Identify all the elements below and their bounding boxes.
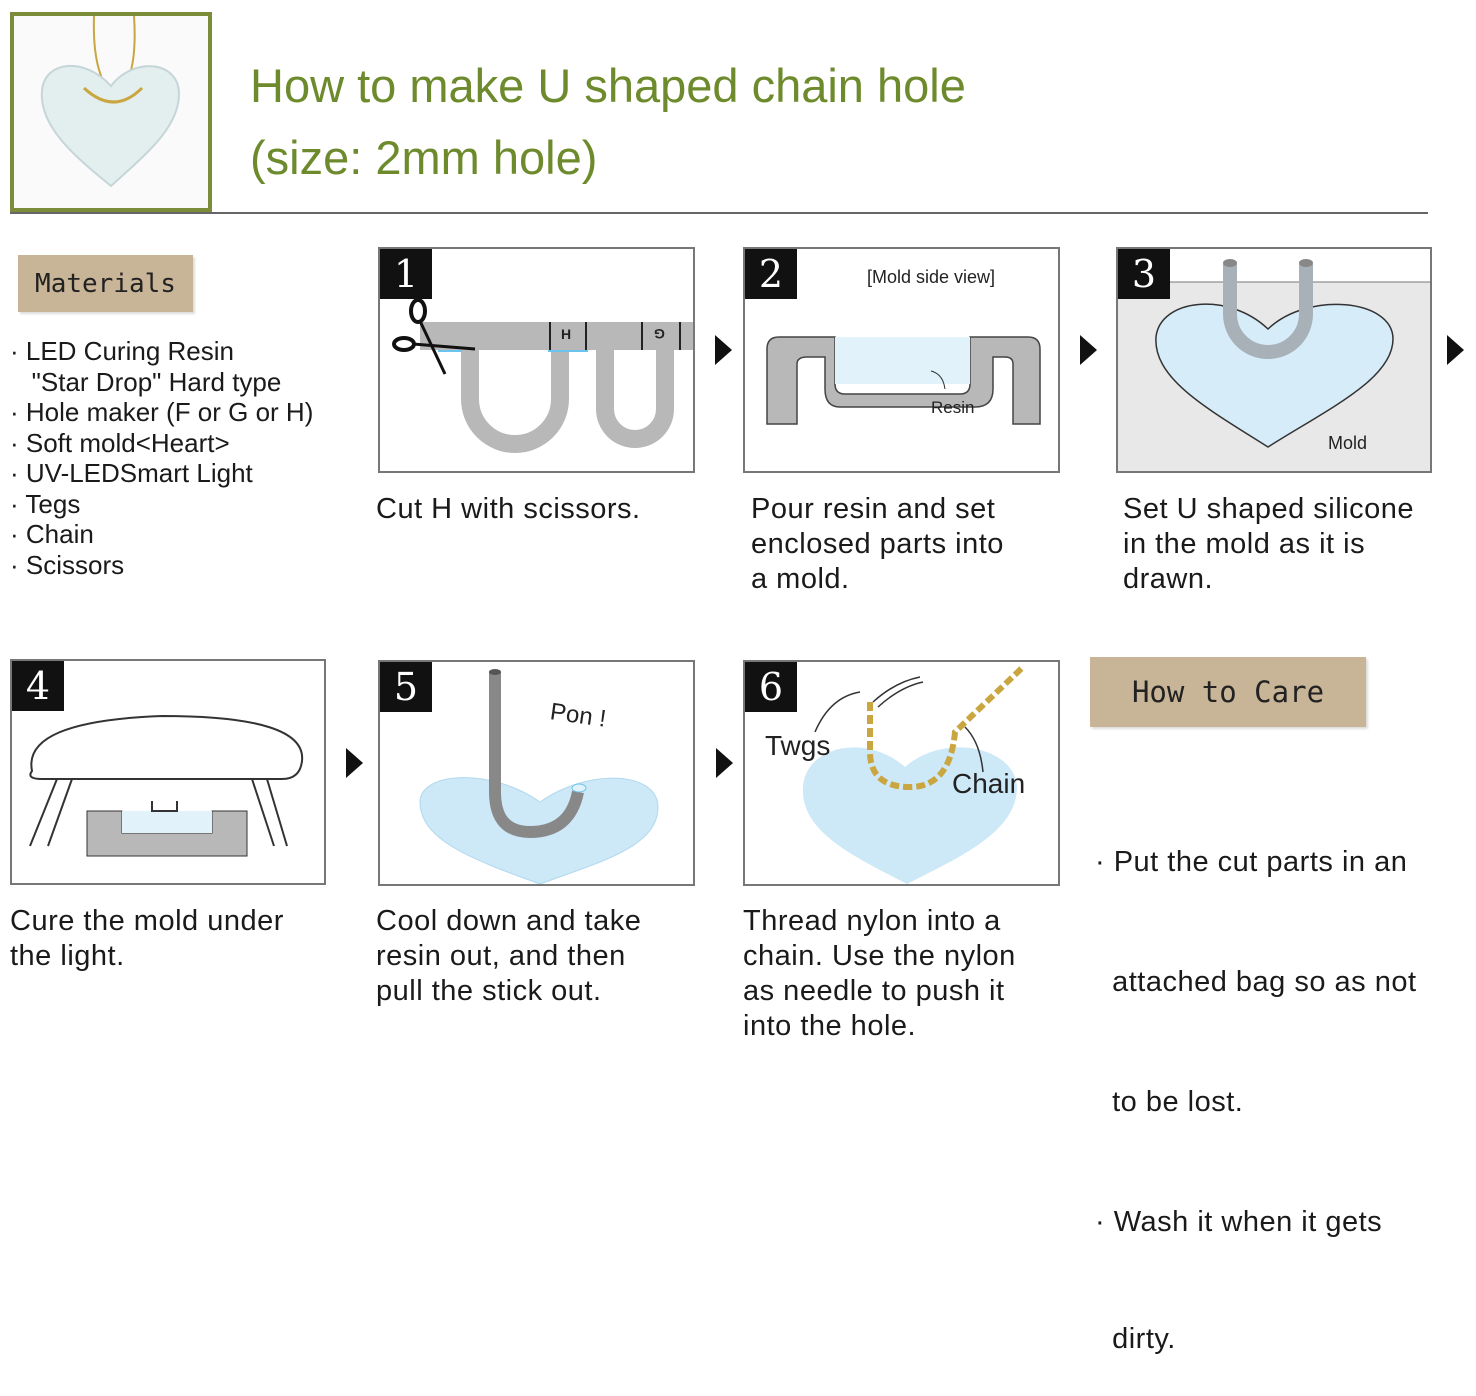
care-item: attached bag so as not: [1095, 966, 1417, 998]
title-line-2: (size: 2mm hole): [250, 131, 598, 184]
material-item: · Soft mold<Heart>: [10, 427, 230, 458]
caption-line: Thread nylon into a: [743, 905, 1001, 937]
material-item: · Tegs: [10, 488, 81, 519]
remove-stick-illustration: [419, 669, 659, 884]
care-list: · Put the cut parts in an attached bag s…: [1095, 762, 1417, 1396]
product-photo-heart-pendant: [10, 12, 212, 212]
caption-line: a mold.: [751, 563, 850, 595]
step-2-panel: 2 [Mold side view] Resin: [743, 247, 1060, 473]
caption-line: as needle to push it: [743, 975, 1005, 1007]
header-divider: [10, 212, 1428, 214]
page-title: How to make U shaped chain hole (size: 2…: [250, 50, 966, 194]
caption-line: Cure the mold under: [10, 905, 284, 937]
step-number-badge: 5: [380, 662, 432, 712]
step-1-caption: Cut H with scissors.: [376, 492, 641, 527]
material-item: · Chain: [10, 519, 94, 549]
title-line-1: How to make U shaped chain hole: [250, 59, 966, 112]
materials-label: Materials: [18, 255, 193, 312]
caption-line: the light.: [10, 940, 125, 972]
hole-maker-g-label: G: [654, 326, 665, 342]
scissors-icon: [392, 298, 476, 375]
material-item: · UV-LEDSmart Light: [10, 458, 253, 488]
next-arrow-icon: [715, 335, 732, 365]
twgs-label: Twgs: [765, 730, 831, 761]
caption-line: pull the stick out.: [376, 975, 602, 1007]
step-number-badge: 1: [380, 249, 432, 299]
chain-label: Chain: [952, 768, 1026, 799]
next-arrow-icon: [346, 748, 363, 778]
materials-list: · LED Curing Resin "Star Drop" Hard type…: [10, 336, 313, 580]
caption-line: Set U shaped silicone: [1123, 493, 1414, 525]
how-to-care-label: How to Care: [1090, 657, 1366, 727]
heart-pendant-image: [40, 16, 181, 188]
step-1-panel: 1 H G: [378, 247, 695, 473]
caption-line: in the mold as it is: [1123, 528, 1366, 560]
mold-label: Mold: [1328, 433, 1368, 453]
care-item: dirty.: [1095, 1323, 1176, 1355]
caption-line: Cool down and take: [376, 905, 642, 937]
care-item: · Put the cut parts in an: [1095, 846, 1408, 878]
step-number-badge: 3: [1118, 249, 1170, 299]
step-5-panel: 5 Pon !: [378, 660, 695, 886]
uv-light-curing-illustration: [29, 714, 304, 857]
step-6-panel: 6 Twgs Chain: [743, 660, 1060, 886]
material-item: · LED Curing Resin: [10, 336, 234, 366]
caption-line: into the hole.: [743, 1010, 917, 1042]
step-number-badge: 2: [745, 249, 797, 299]
caption-line: chain. Use the nylon: [743, 940, 1016, 972]
mold-side-view-illustration: [766, 336, 1041, 425]
step-3-panel: 3 Mold: [1116, 247, 1432, 473]
resin-label: Resin: [931, 398, 975, 417]
material-item: · Hole maker (F or G or H): [10, 397, 314, 427]
next-arrow-icon: [1447, 335, 1464, 365]
u-silicone-in-mold-illustration: [1118, 249, 1430, 448]
next-arrow-icon: [1080, 335, 1097, 365]
next-arrow-icon: [716, 748, 733, 778]
thread-chain-illustration: [802, 664, 1026, 884]
step-number-badge: 4: [12, 661, 64, 711]
material-item: · Scissors: [10, 549, 125, 580]
caption-line: Pour resin and set: [751, 493, 996, 525]
care-item: to be lost.: [1095, 1086, 1244, 1118]
cut-hole-maker-illustration: [392, 298, 693, 453]
step-4-panel: 4: [10, 659, 326, 885]
hole-maker-h-label: H: [561, 326, 572, 342]
material-item: "Star Drop" Hard type: [10, 366, 282, 397]
caption-line: drawn.: [1123, 563, 1214, 595]
caption-line: enclosed parts into: [751, 528, 1004, 560]
step-number-badge: 6: [745, 662, 797, 712]
caption-line: resin out, and then: [376, 940, 626, 972]
caption-line: Cut H with scissors.: [376, 493, 641, 525]
care-item: · Wash it when it gets: [1095, 1206, 1383, 1238]
mold-side-view-label: [Mold side view]: [867, 267, 996, 287]
